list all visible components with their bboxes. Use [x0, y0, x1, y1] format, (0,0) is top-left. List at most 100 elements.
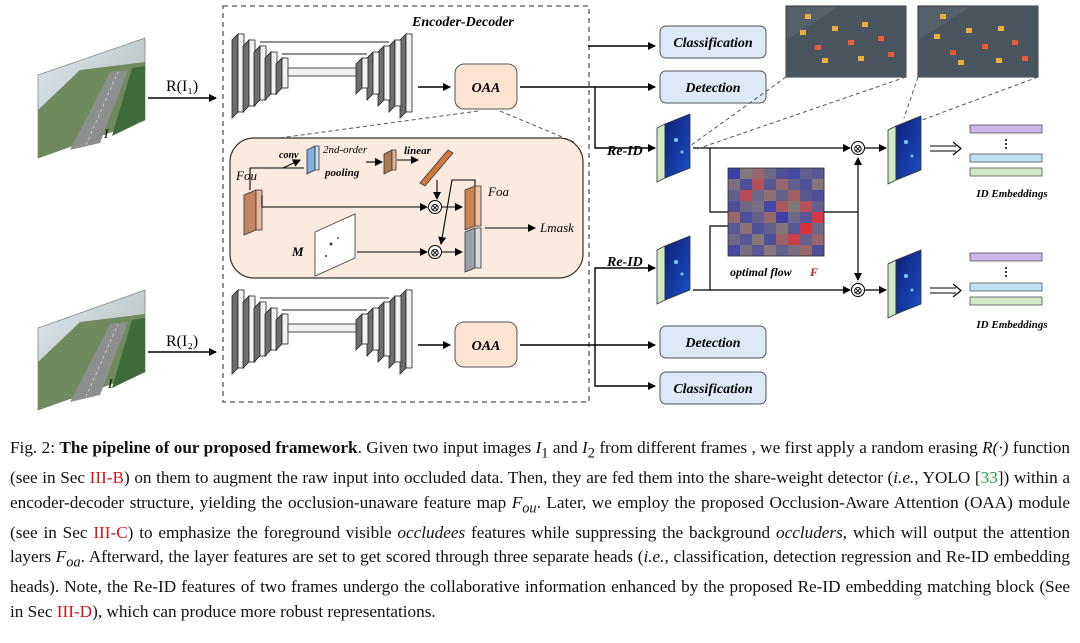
flow-cell: [764, 168, 777, 180]
encoder-layer: [253, 45, 261, 107]
loss-mask-label: Lmask: [539, 220, 574, 235]
flow-cell: [776, 201, 789, 213]
encoder-layer: [242, 39, 250, 113]
decoder-layer-face: [361, 57, 369, 89]
flow-cell: [740, 179, 753, 191]
caption-text: ) to emphasize the foreground visible: [127, 522, 398, 542]
caption-text: , which will output the attention layers: [10, 522, 1070, 567]
to-reid-arrow-1: [594, 87, 656, 152]
caption-italic: occluders: [775, 522, 843, 542]
caption-italic: i.e.: [643, 547, 665, 567]
math-f-oa: F: [55, 547, 67, 567]
detection-head-2: Detection: [659, 325, 767, 359]
encoder-layer: [231, 33, 239, 119]
svg-text:Detection: Detection: [684, 81, 740, 96]
encoder-layer: [275, 57, 283, 95]
flow-cell: [812, 201, 825, 213]
section-ref-link[interactable]: III-D: [56, 601, 93, 621]
flow-cell: [728, 223, 741, 235]
id-embeddings-label-2: ID Embeddings: [975, 319, 1047, 331]
thumb-link-3: [903, 76, 919, 119]
flow-cell: [776, 190, 789, 202]
to-classification-arrow-2: [594, 345, 656, 390]
flow-cell: [800, 234, 813, 246]
zoom-line-right: [499, 110, 575, 143]
input-label-1: I: [103, 126, 109, 141]
encoder-layer: [253, 301, 261, 363]
caption-text: ), which can produce more robust represe…: [92, 601, 436, 621]
flow-multiply-1: ⊗: [853, 142, 863, 156]
flow-cell: [776, 234, 789, 246]
bottleneck: [287, 67, 357, 77]
flow-cell: [800, 223, 813, 235]
flow-cell: [776, 245, 789, 257]
detection-thumbnail-2: [917, 5, 1039, 78]
math-i1: I: [535, 438, 542, 457]
flow-cell: [764, 223, 777, 235]
flow-cell: [740, 245, 753, 257]
decoder-layer: [355, 313, 363, 351]
flow-cell: [788, 234, 801, 246]
enhanced-reid-feature-2: [887, 249, 922, 319]
svg-text:Detection: Detection: [684, 336, 740, 351]
flow-cell: [740, 201, 753, 213]
flow-cell: [812, 179, 825, 191]
svg-text:Classification: Classification: [673, 36, 753, 51]
flow-cell: [752, 212, 765, 224]
id-embeddings-2: [969, 252, 1043, 306]
math-f-ou: F: [511, 492, 523, 512]
erasing-label-2: R(I₂): [166, 333, 198, 350]
flow-cell: [752, 234, 765, 246]
decoder-layer-face: [405, 33, 413, 113]
flow-cell: [812, 234, 825, 246]
encoder-layer-face: [281, 57, 289, 89]
citation-link[interactable]: 33: [980, 468, 998, 488]
flow-cell: [788, 168, 801, 180]
flow-cell: [764, 201, 777, 213]
flow-cell: [812, 212, 825, 224]
flow-cell: [764, 212, 777, 224]
reid-label-1: Re-ID: [606, 144, 643, 159]
multiply-node-2: ⊗: [430, 246, 440, 260]
decoder-layer-face: [394, 39, 402, 107]
encoder-layer: [242, 295, 250, 369]
caption-text: . Afterward, the layer features are set …: [80, 547, 644, 567]
flow-cell: [752, 245, 765, 257]
section-ref-link[interactable]: III-C: [93, 522, 128, 542]
second-order-label: 2nd-order: [323, 144, 368, 156]
input-label-2: I: [107, 376, 113, 391]
oaa-box-2: OAA: [454, 321, 518, 368]
encoder-layer: [231, 289, 239, 375]
input-image-2: [37, 289, 146, 411]
decoder-layer-face: [394, 295, 402, 363]
flow-cell: [788, 190, 801, 202]
caption-italic: i.e.: [893, 468, 915, 488]
f-oa-label: Foa: [487, 184, 509, 199]
decoder-layer-face: [383, 45, 391, 101]
classification-head-2: Classification: [659, 371, 767, 405]
caption-text: , classification, detection regression a…: [10, 547, 1070, 621]
caption-bold-title: The pipeline of our proposed framework: [59, 438, 358, 457]
flow-cell: [776, 212, 789, 224]
flow-cell: [812, 245, 825, 257]
caption-text: ]) within a encoder-decoder structure, y…: [10, 468, 1070, 512]
oaa-box-1: OAA: [454, 63, 518, 110]
flow-cell: [788, 201, 801, 213]
flow-cell: [728, 212, 741, 224]
math-f-oa-sub: oa: [66, 554, 81, 571]
conv-label: conv: [279, 150, 299, 161]
reid-feature-2: [656, 235, 691, 305]
flow-cell: [752, 179, 765, 191]
section-ref-link[interactable]: III-B: [89, 468, 124, 488]
to-reid-arrow-2: [594, 264, 656, 345]
flow-cell: [728, 168, 741, 180]
flow-cell: [752, 168, 765, 180]
flow-cell: [728, 234, 741, 246]
flow-cell: [788, 179, 801, 191]
flow-cell: [776, 168, 789, 180]
flow-cell: [752, 190, 765, 202]
zoom-line-left: [249, 110, 479, 143]
classification-head-1: Classification: [659, 25, 767, 59]
reid-feature-1: [656, 113, 691, 183]
caption-text: . Later, we employ the proposed Occlusio…: [10, 492, 1070, 542]
